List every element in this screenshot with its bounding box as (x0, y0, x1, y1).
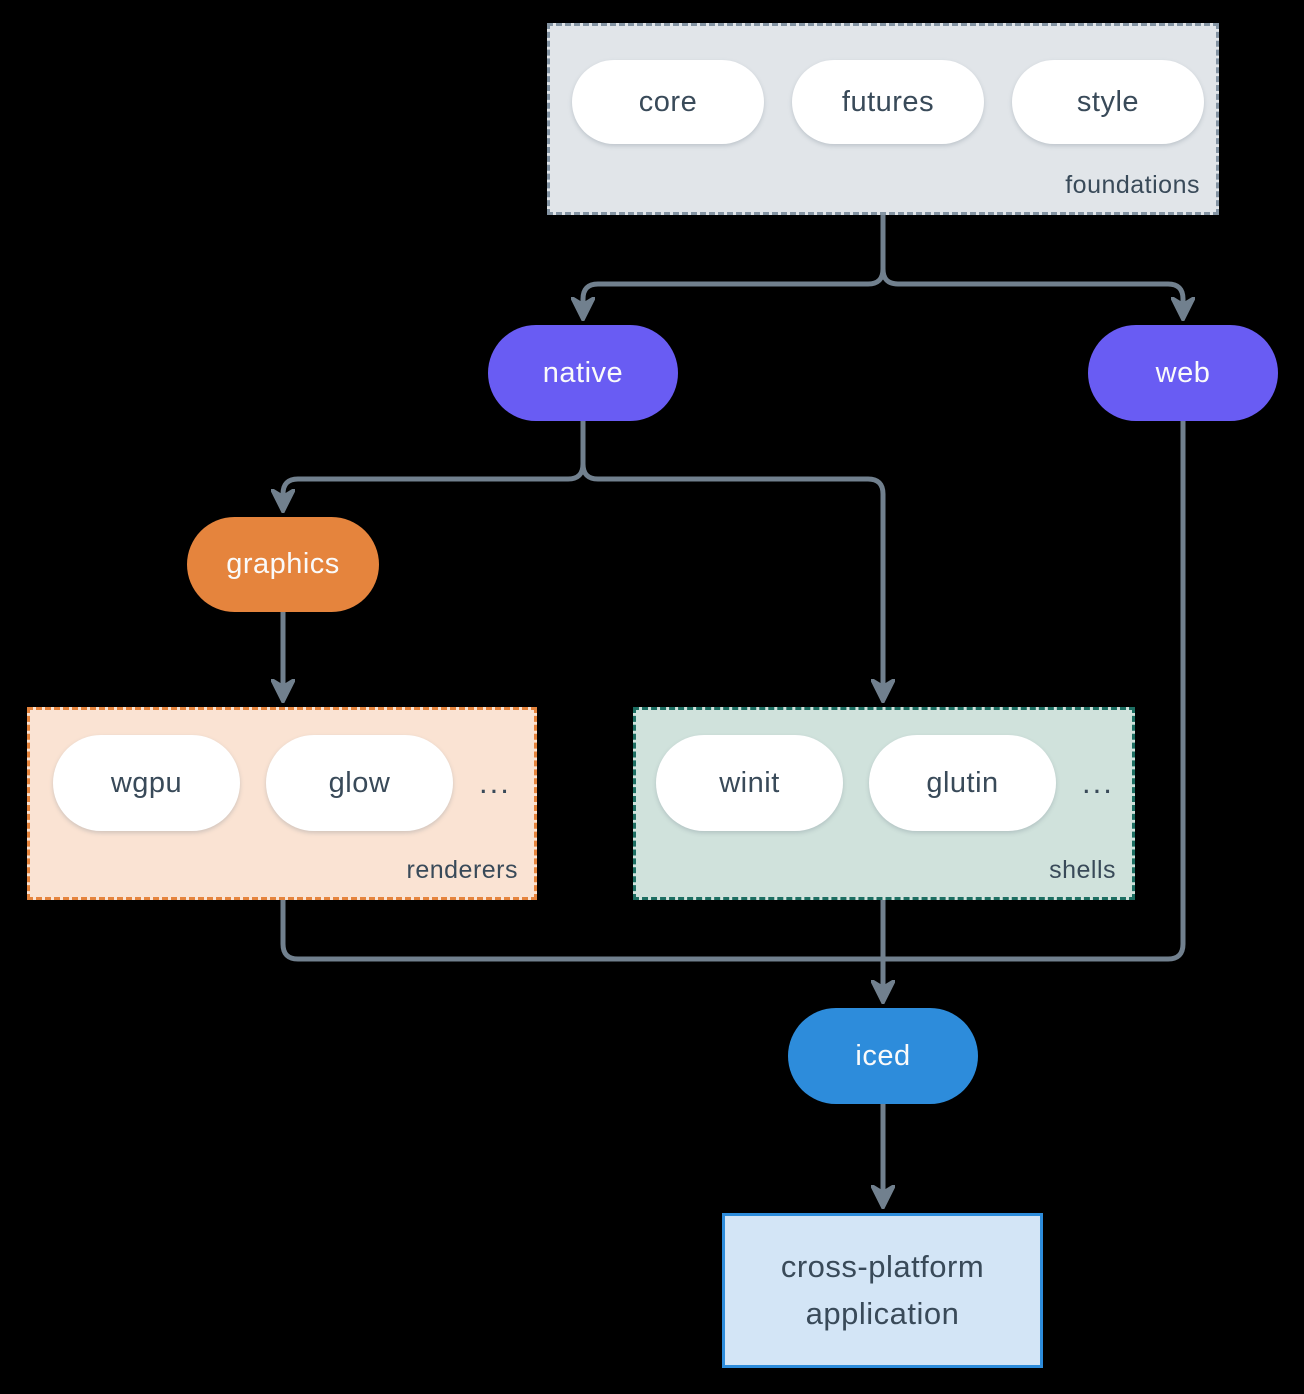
group-label-renderers: renderers (406, 856, 518, 884)
node-core: core (572, 60, 764, 144)
edge-foundations-to-native (583, 215, 886, 316)
foundations-pill-row: core futures style (572, 60, 1204, 144)
node-glutin: glutin (869, 735, 1056, 831)
renderers-pill-row: wgpu glow ... (53, 735, 511, 831)
edge-native-to-shells (580, 421, 883, 698)
node-cross-platform-application: cross-platform application (722, 1213, 1043, 1368)
shells-ellipsis: ... (1082, 765, 1114, 800)
group-foundations: core futures style foundations (547, 23, 1219, 215)
edge-renderers-to-junction (280, 900, 883, 962)
node-graphics: graphics (187, 517, 379, 612)
edge-web-to-junction (883, 421, 1186, 962)
application-label-line2: application (805, 1295, 960, 1331)
group-label-shells: shells (1049, 856, 1116, 884)
node-web: web (1088, 325, 1278, 421)
node-winit: winit (656, 735, 843, 831)
group-shells: winit glutin ... shells (633, 707, 1135, 900)
group-renderers: wgpu glow ... renderers (27, 707, 537, 900)
application-label-line1: cross-platform (780, 1249, 985, 1284)
edge-foundations-to-web (880, 215, 1183, 316)
node-native: native (488, 325, 678, 421)
group-label-foundations: foundations (1065, 171, 1200, 199)
node-style: style (1012, 60, 1204, 144)
node-iced: iced (788, 1008, 978, 1104)
node-wgpu: wgpu (53, 735, 240, 831)
renderers-ellipsis: ... (479, 765, 511, 800)
edge-native-to-graphics (283, 421, 586, 508)
shells-pill-row: winit glutin ... (656, 735, 1114, 831)
node-glow: glow (266, 735, 453, 831)
node-futures: futures (792, 60, 984, 144)
